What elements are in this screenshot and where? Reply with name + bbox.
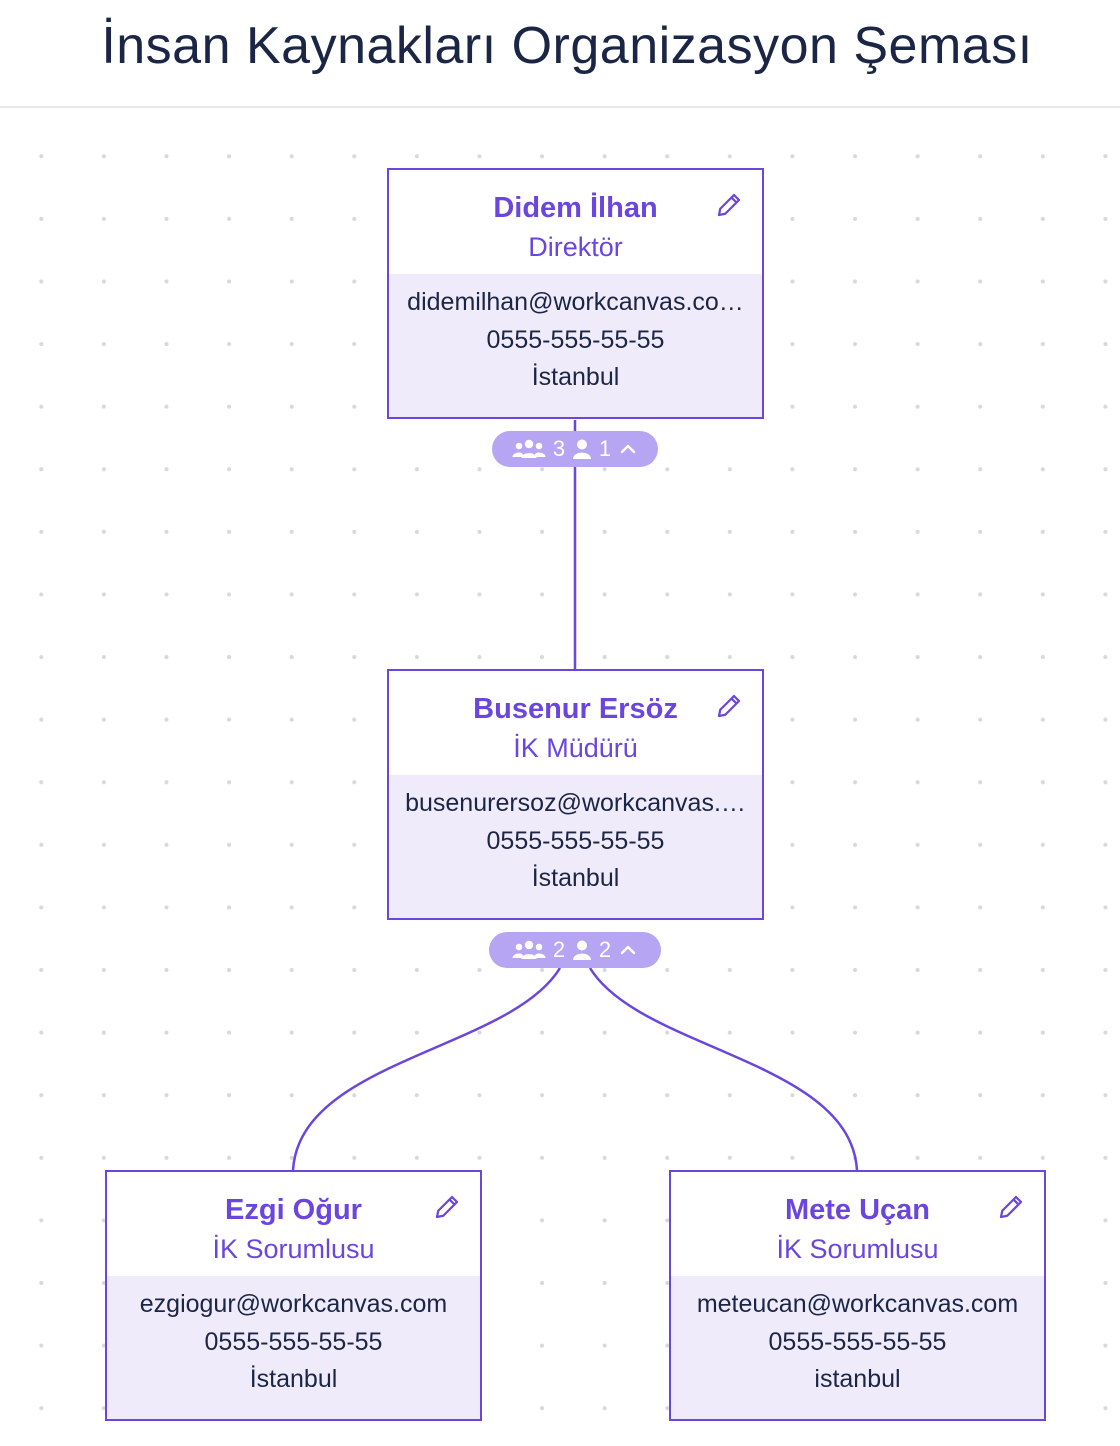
employee-name: Ezgi Oğur [225,1194,362,1226]
employee-name: Busenur Ersöz [473,693,678,725]
person-icon [573,940,591,960]
employee-city: İstanbul [531,864,620,892]
subordinates-badge[interactable]: 3 1 [492,431,658,467]
employee-role: Direktör [528,232,623,262]
team-icon [512,940,546,959]
pencil-icon[interactable] [432,1192,462,1222]
employee-role: İK Müdürü [513,733,638,763]
connector-busenur-ezgi [291,967,562,1171]
org-node-card[interactable]: Ezgi Oğur İK Sorumlusu ezgiogur@workcanv… [105,1170,482,1421]
direct-count: 1 [598,436,612,461]
employee-role: İK Sorumlusu [212,1234,375,1264]
subordinates-badge[interactable]: 2 2 [489,932,661,968]
chevron-up-icon [620,444,636,454]
team-count: 2 [552,937,566,962]
card-details: meteucan@workcanvas.com 0555-555-55-55 i… [671,1276,1044,1419]
org-node-card[interactable]: Mete Uçan İK Sorumlusu meteucan@workcanv… [669,1170,1046,1421]
card-details: didemilhan@workcanvas.co… 0555-555-55-55… [389,274,762,417]
employee-email: busenurersoz@workcanvas.… [405,789,746,817]
employee-phone: 0555-555-55-55 [204,1327,383,1356]
employee-phone: 0555-555-55-55 [486,325,665,354]
pencil-icon[interactable] [714,190,744,220]
direct-count: 2 [598,937,612,962]
employee-email: didemilhan@workcanvas.co… [407,288,744,316]
employee-phone: 0555-555-55-55 [486,826,665,855]
card-details: ezgiogur@workcanvas.com 0555-555-55-55 İ… [107,1276,480,1419]
employee-city: istanbul [814,1365,901,1393]
employee-city: İstanbul [531,363,620,391]
employee-name: Mete Uçan [784,1194,931,1226]
employee-role: İK Sorumlusu [776,1234,939,1264]
employee-name: Didem İlhan [493,192,658,224]
employee-city: İstanbul [249,1365,338,1393]
pencil-icon[interactable] [996,1192,1026,1222]
employee-phone: 0555-555-55-55 [768,1327,947,1356]
team-icon [512,439,546,458]
card-header: Mete Uçan İK Sorumlusu [671,1172,1044,1276]
org-node-card[interactable]: Busenur Ersöz İK Müdürü busenurersoz@wor… [387,669,764,920]
card-header: Busenur Ersöz İK Müdürü [389,671,762,775]
card-details: busenurersoz@workcanvas.… 0555-555-55-55… [389,775,762,918]
card-header: Didem İlhan Direktör [389,170,762,274]
pencil-icon[interactable] [714,691,744,721]
header: İnsan Kaynakları Organizasyon Şeması [0,0,1120,108]
org-node-card[interactable]: Didem İlhan Direktör didemilhan@workcanv… [387,168,764,419]
page-title: İnsan Kaynakları Organizasyon Şeması [101,17,1033,75]
chevron-up-icon [620,945,636,955]
person-icon [573,439,591,459]
card-header: Ezgi Oğur İK Sorumlusu [107,1172,480,1276]
connector-busenur-mete [588,967,859,1171]
employee-email: ezgiogur@workcanvas.com [139,1290,448,1318]
team-count: 3 [552,436,566,461]
employee-email: meteucan@workcanvas.com [696,1290,1019,1318]
